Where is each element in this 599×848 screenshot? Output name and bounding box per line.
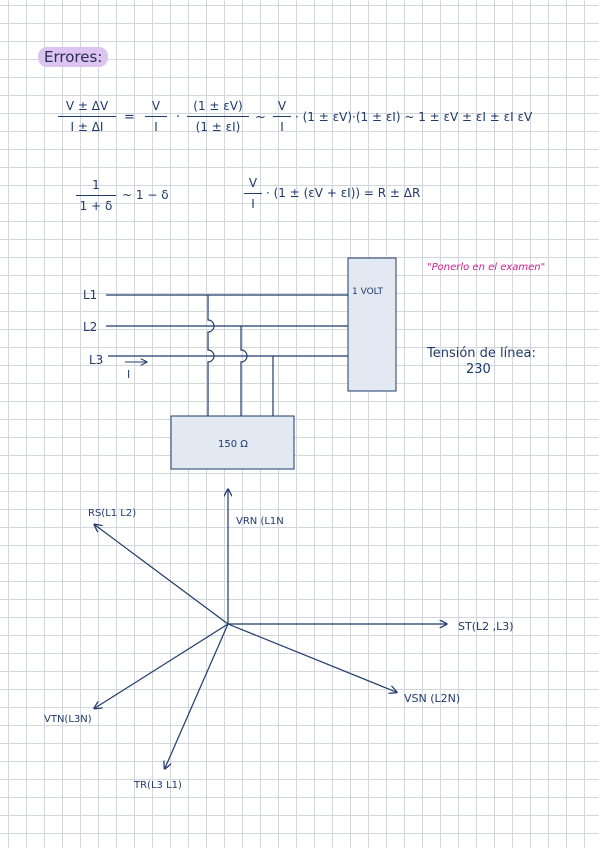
load-label: 150 Ω — [218, 439, 248, 450]
phasor-rs — [95, 525, 229, 625]
formula1-ratio2-numerator: V — [277, 99, 287, 113]
formula1-errors-denominator: (1 ± εI) — [195, 120, 241, 134]
formula1-equals: = — [124, 110, 135, 125]
line-l2-label: L2 — [83, 320, 97, 334]
tension-value: 230 — [466, 362, 491, 377]
line-l1-label: L1 — [83, 288, 97, 302]
formula1-measured-numerator: V ± ΔV — [65, 99, 109, 113]
phasor-vsn-label: VSN (L2N) — [404, 692, 460, 705]
formula1-ratio-denominator: I — [154, 120, 158, 134]
phasor-vtn — [95, 623, 229, 708]
formula2-inverse-numerator: 1 — [92, 178, 100, 192]
phasor-tr — [165, 623, 229, 768]
phasor-vtn-label: VTN(L3N) — [44, 714, 92, 725]
formula1-fraction-ratio-2: V I — [273, 99, 291, 134]
formula2-ratio-numerator: V — [248, 176, 258, 190]
load-box — [170, 415, 295, 470]
wire-b — [240, 326, 248, 416]
formula1-approx: ~ — [255, 110, 266, 125]
formula2-inverse-denominator: 1 + δ — [79, 199, 113, 213]
line-l3-label: L3 — [89, 353, 103, 367]
formula2-ratio-denominator: I — [251, 197, 255, 211]
tension-label: Tensión de línea: — [427, 346, 536, 361]
current-label: I — [127, 368, 130, 381]
formula1-fraction-errors: (1 ± εV) (1 ± εI) — [187, 99, 249, 134]
formula2-fraction-inverse: 1 1 + δ — [76, 178, 116, 213]
formula1-fraction-measured: V ± ΔV I ± ΔI — [58, 99, 116, 134]
voltmeter-box — [347, 257, 397, 392]
formula1-errors-numerator: (1 ± εV) — [193, 99, 243, 113]
phasor-vrn-label: VRN (L1N — [236, 516, 284, 527]
phasor-st-label: ST(L2 ,L3) — [458, 620, 514, 633]
formula1-fraction-ratio: V I — [145, 99, 167, 134]
formula2-fraction-ratio: V I — [244, 176, 262, 211]
formula1-dot: · — [176, 110, 181, 125]
formula2-result: · (1 ± (εV + εI)) = R ± ΔR — [266, 186, 421, 200]
section-title: Errores: — [38, 47, 109, 67]
formula1-ratio-numerator: V — [151, 99, 161, 113]
formula1-measured-denominator: I ± ΔI — [70, 120, 104, 134]
phasor-vsn — [227, 623, 396, 692]
wire-a — [207, 295, 215, 416]
formula2-approximation: ~ 1 − δ — [122, 188, 169, 202]
exam-note: "Ponerlo en el examen" — [427, 262, 546, 273]
formula1-ratio2-denominator: I — [280, 120, 284, 134]
voltmeter-label: 1 VOLT — [352, 287, 383, 297]
phasor-tr-label: TR(L3 L1) — [133, 780, 182, 791]
formula1-expansion: · (1 ± εV)·(1 ± εI) ~ 1 ± εV ± εI ± εI ε… — [295, 110, 533, 124]
phasor-rs-label: RS(L1 L2) — [88, 508, 136, 519]
